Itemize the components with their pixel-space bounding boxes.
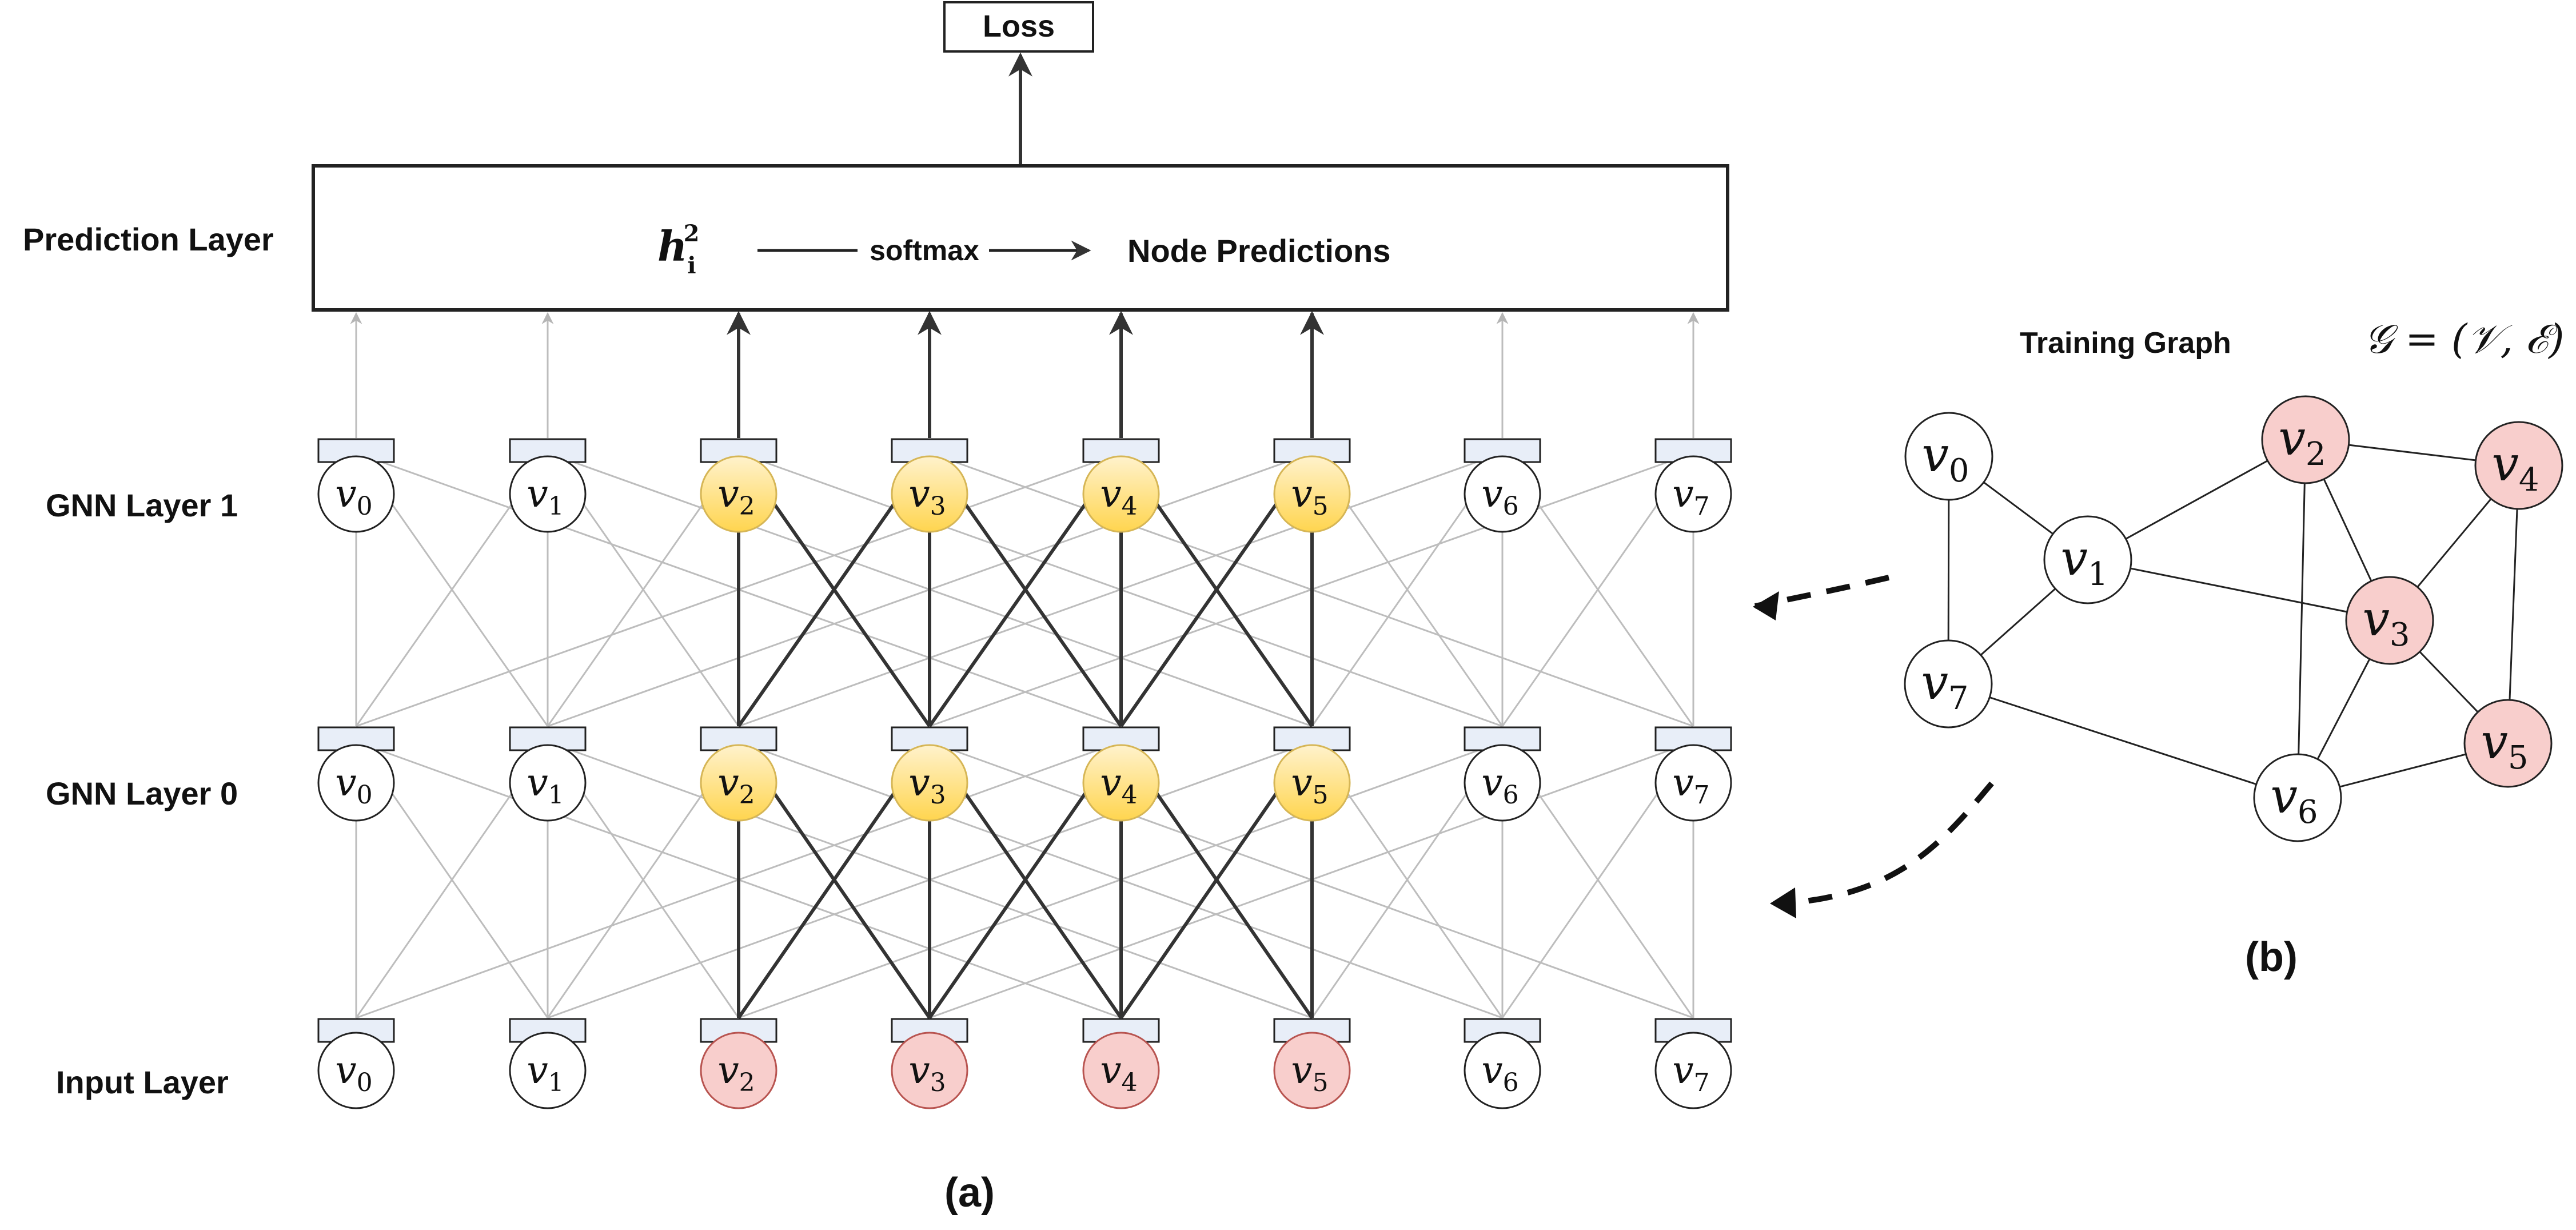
row-label-input: Input Layer	[56, 1064, 229, 1100]
row-label-gnn1: GNN Layer 1	[46, 487, 238, 523]
graph-node-label: v1	[2060, 530, 2108, 593]
panel-label-b: (b)	[2245, 934, 2298, 980]
node-circle	[1654, 455, 1732, 533]
node-circle	[1464, 455, 1541, 533]
loss-box	[943, 1, 1094, 53]
graph-node-circle	[2043, 515, 2132, 604]
node-label: v0	[335, 1048, 372, 1097]
dashed-arrowhead-upper	[1753, 591, 1779, 620]
graph-edge	[2296, 439, 2307, 798]
node-circle	[891, 455, 968, 533]
graph-edge	[2087, 559, 2390, 622]
node-label: v5	[1291, 1048, 1328, 1097]
graph-node-circle	[1904, 412, 1993, 501]
node-circle	[1082, 744, 1160, 822]
node-label: v1	[527, 761, 564, 810]
inactive-message-edges	[350, 312, 1700, 1019]
node-circle	[509, 744, 587, 822]
prediction-layer-box	[312, 164, 1729, 312]
node-predictions-label: Node Predictions	[1127, 233, 1391, 269]
graph-node-circle	[1904, 639, 1993, 729]
row-label-gnn0: GNN Layer 0	[46, 775, 238, 811]
node-circle	[700, 455, 777, 533]
dashed-arrow-lower	[1777, 781, 1994, 906]
node-circle	[1654, 744, 1732, 822]
node-circle	[1082, 455, 1160, 533]
node-circle	[1273, 1032, 1351, 1109]
graph-node-circle	[2474, 421, 2563, 510]
loss-label: Loss	[983, 9, 1055, 43]
graph-node-circle	[2463, 699, 2553, 788]
graph-edge	[2507, 465, 2520, 744]
node-circle	[509, 1032, 587, 1109]
node-circle	[1273, 455, 1351, 533]
node-circle	[317, 744, 395, 822]
node-circle	[1273, 744, 1351, 822]
hidden-state-symbol: hi2	[657, 220, 699, 279]
graph-node-circle	[2261, 395, 2350, 484]
dashed-arrowhead-lower	[1770, 887, 1796, 918]
softmax-label: softmax	[870, 234, 979, 266]
dashed-arrow-upper	[1754, 575, 1890, 609]
node-circle	[1464, 744, 1541, 822]
row-label-prediction: Prediction Layer	[23, 221, 274, 257]
feature-vector	[1464, 726, 1541, 751]
node-label: v1	[527, 472, 564, 521]
node-label: v0	[335, 472, 372, 521]
graph-node-circle	[2345, 576, 2434, 665]
panel-label-a: (a)	[944, 1170, 995, 1216]
active-message-edges	[727, 311, 1324, 1019]
training-graph-formula: 𝒢 = (𝒱, ℰ)	[2364, 316, 2565, 363]
feature-vector	[1082, 438, 1160, 463]
node-circle	[891, 1032, 968, 1109]
node-circle	[509, 455, 587, 533]
node-circle	[317, 455, 395, 533]
training-graph-title: Training Graph	[2020, 327, 2231, 360]
graph-node-label: v5	[2481, 714, 2528, 777]
graph-node-circle	[2253, 753, 2342, 842]
node-circle	[700, 1032, 777, 1109]
node-circle	[1654, 1032, 1732, 1109]
graph-edge	[1948, 683, 2298, 799]
node-circle	[1082, 1032, 1160, 1109]
node-circle	[700, 744, 777, 822]
node-circle	[1464, 1032, 1541, 1109]
node-circle	[317, 1032, 395, 1109]
node-label: v4	[1100, 761, 1137, 810]
graph-node-label: v4	[2491, 436, 2539, 499]
node-circle	[891, 744, 968, 822]
graph-node-label: v3	[2362, 591, 2410, 654]
